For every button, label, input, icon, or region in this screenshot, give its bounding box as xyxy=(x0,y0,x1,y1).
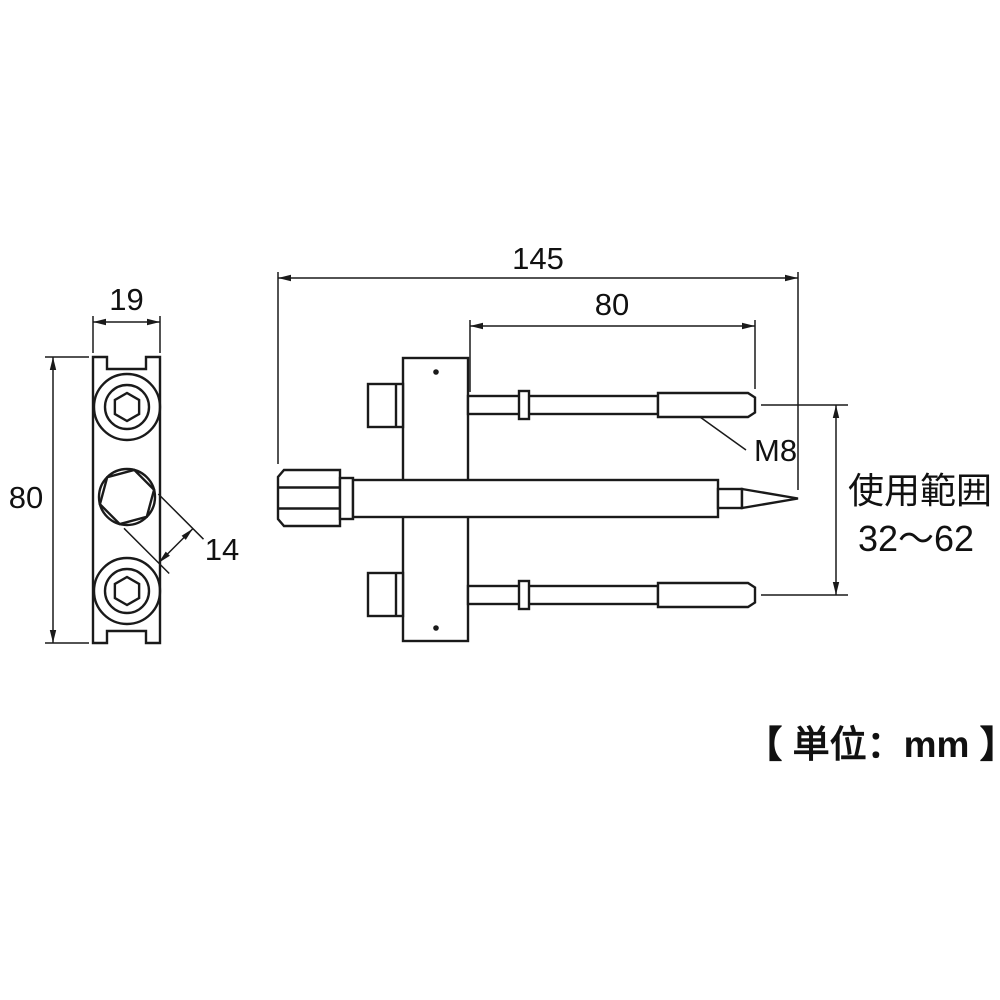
bottom-bolt-socket-circle xyxy=(103,567,151,615)
center-screw-tip-step xyxy=(716,487,744,510)
usage-arrow-top xyxy=(832,405,840,418)
dim-14-arrow-a xyxy=(181,528,193,540)
dim-80l-arrow-top xyxy=(49,357,57,370)
dim-145-label: 145 xyxy=(512,241,564,276)
center-screw-neck xyxy=(338,476,355,521)
m8-leader-line xyxy=(699,416,747,451)
center-hex-hole xyxy=(98,468,156,526)
dim-80-right-label: 80 xyxy=(595,287,629,322)
dim-14-arrow-b xyxy=(158,551,170,563)
plate-hole-top xyxy=(433,369,439,375)
usage-range-label: 使用範囲 xyxy=(848,470,992,511)
dim-80l-arrow-bottom xyxy=(49,630,57,643)
dim-14-ext-b xyxy=(123,527,170,575)
m8-label: M8 xyxy=(754,433,797,468)
front-view-dimensions: 19 80 14 xyxy=(9,282,239,644)
dim-14-ext-a xyxy=(157,493,205,540)
center-screw-shaft xyxy=(351,478,720,519)
side-view xyxy=(276,356,799,643)
top-bolt-head-circle xyxy=(92,372,162,442)
bottom-bolt-threaded-tip xyxy=(656,581,757,609)
dim-145-arrow-left xyxy=(278,274,291,282)
dim-80r-arrow-right xyxy=(742,322,755,330)
dim-19-arrow-left xyxy=(93,318,106,326)
top-bolt-threaded-tip xyxy=(656,391,757,419)
top-bolt-hex-socket xyxy=(113,391,141,423)
bottom-bolt-shaft xyxy=(466,584,660,606)
dim-14-label: 14 xyxy=(205,532,239,567)
center-hole-circle xyxy=(97,467,157,527)
usage-range-value: 32〜62 xyxy=(858,518,974,559)
bottom-bolt-collar xyxy=(517,579,531,611)
dim-80r-arrow-left xyxy=(470,322,483,330)
bottom-bolt-hex-socket xyxy=(113,575,141,607)
plate-hole-bottom xyxy=(433,625,439,631)
top-bolt-shaft xyxy=(466,394,660,416)
front-view xyxy=(91,355,162,645)
top-bolt-head xyxy=(366,382,405,429)
side-view-dimensions: 145 80 M8 使用範囲 32〜62 xyxy=(277,241,992,596)
center-screw-cone-point xyxy=(740,487,799,510)
front-plate-outline xyxy=(91,355,162,645)
top-bolt-collar xyxy=(517,389,531,421)
top-bolt-socket-circle xyxy=(103,383,151,431)
dim-80-left-label: 80 xyxy=(9,480,43,515)
center-screw-hex-head xyxy=(276,468,342,528)
bottom-bolt-head-circle xyxy=(92,556,162,626)
dim-19-arrow-right xyxy=(147,318,160,326)
usage-arrow-bottom xyxy=(832,582,840,595)
unit-label: 【 単位：mm 】 xyxy=(745,724,1000,765)
dim-19-label: 19 xyxy=(109,282,143,317)
bottom-bolt-head xyxy=(366,571,405,618)
dim-145-arrow-right xyxy=(785,274,798,282)
